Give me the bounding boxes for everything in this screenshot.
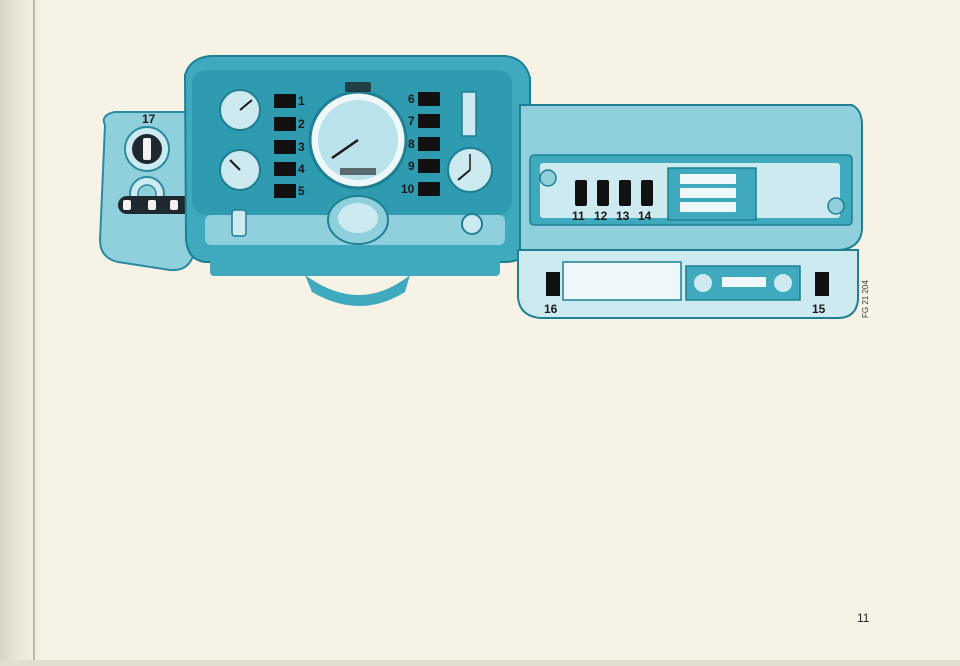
combination-stalk[interactable] [118, 196, 198, 214]
callout-3: 3 [298, 140, 305, 154]
gauge-icon [219, 89, 261, 131]
fuel-bar-gauge [461, 91, 477, 137]
callout-4: 4 [298, 162, 305, 176]
callout-12: 12 [594, 209, 608, 223]
callout-1: 1 [298, 94, 305, 108]
ignition-lock-icon[interactable] [124, 126, 170, 172]
knob-icon[interactable] [827, 197, 845, 215]
callout-13: 13 [616, 209, 630, 223]
callout-9: 9 [408, 159, 415, 173]
storage-tray [562, 261, 682, 301]
page-number: 11 [857, 611, 870, 625]
callout-10: 10 [401, 182, 415, 196]
callout-5: 5 [298, 184, 305, 198]
rocker-switch-icon[interactable] [575, 180, 653, 206]
knob-icon[interactable] [539, 169, 557, 187]
callout-8: 8 [408, 137, 415, 151]
callout-11: 11 [572, 209, 585, 223]
rear-fog-switch-icon[interactable] [815, 272, 829, 296]
binding-line [33, 0, 35, 666]
hazard-switch-icon[interactable] [546, 272, 560, 296]
callout-15: 15 [812, 302, 826, 316]
callout-17: 17 [142, 112, 156, 126]
steering-hub-icon [327, 195, 389, 245]
callout-2: 2 [298, 117, 305, 131]
gauge-icon [219, 149, 261, 191]
lever-icon[interactable] [231, 209, 247, 237]
column-cover [210, 248, 500, 276]
callout-16: 16 [544, 302, 558, 316]
warning-lamp-icon [418, 92, 440, 196]
speedometer-icon [308, 82, 408, 190]
knob-icon[interactable] [461, 213, 483, 235]
air-vent-icon[interactable] [667, 167, 757, 221]
clock-icon [447, 147, 493, 193]
page-bottom-edge [0, 660, 960, 666]
steering-column [305, 275, 410, 306]
callout-14: 14 [638, 209, 652, 223]
figure-code: FG 21 204 [861, 280, 870, 318]
callout-7: 7 [408, 114, 415, 128]
warning-lamp-icon [274, 94, 296, 198]
callout-6: 6 [408, 92, 415, 106]
radio-icon[interactable] [685, 265, 801, 301]
